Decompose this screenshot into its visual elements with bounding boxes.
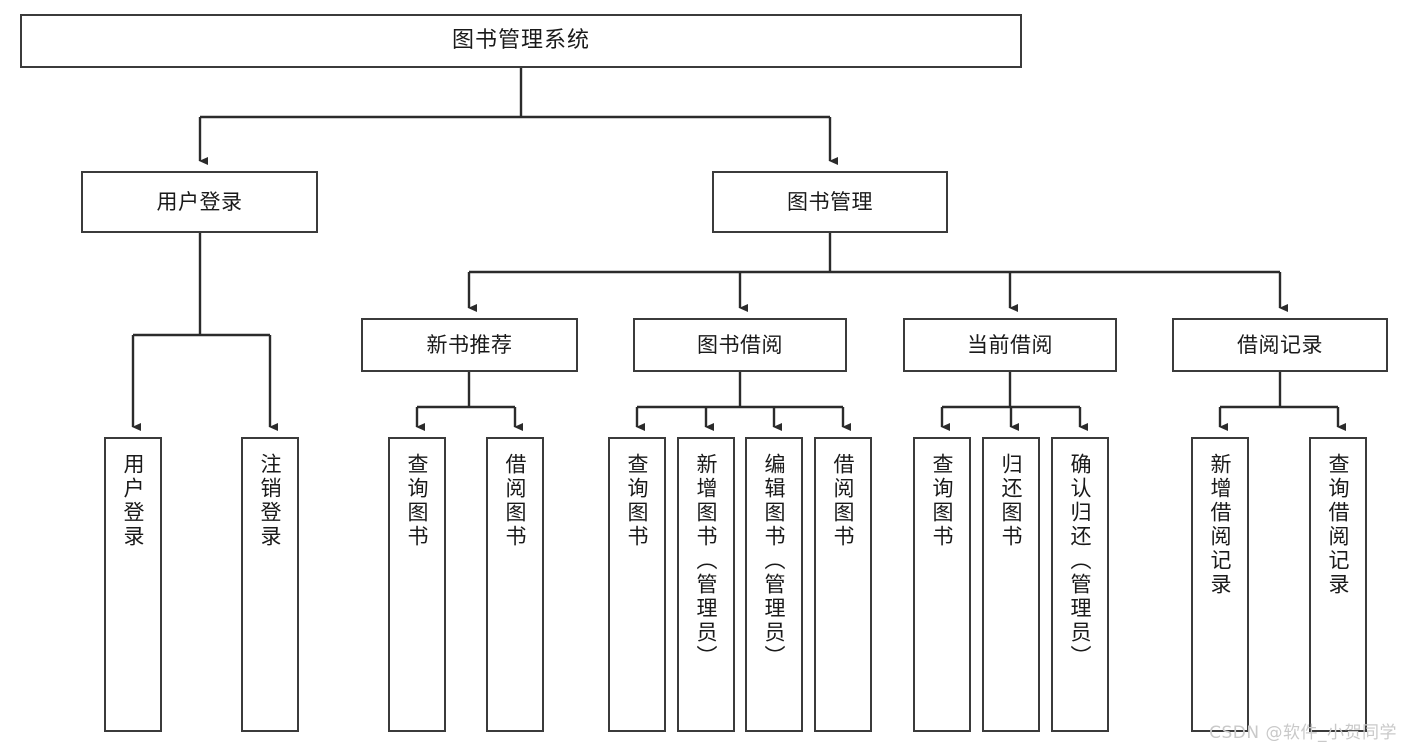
leaf-node-8-label: 借阅图书 (831, 453, 856, 549)
leaf-node-9-label: 查询图书 (930, 453, 955, 549)
level3-node-4[interactable]: 借阅记录 (1172, 318, 1388, 372)
level3-node-3-label: 当前借阅 (967, 332, 1053, 357)
leaf-node-5[interactable]: 查询图书 (608, 437, 666, 732)
leaf-node-2-label: 注销登录 (258, 453, 283, 549)
leaf-node-13-label: 查询借阅记录 (1326, 453, 1351, 597)
root-node-book-management-system-label: 图书管理系统 (451, 28, 590, 54)
watermark-label: CSDN @软件_小贺同学 (1209, 723, 1397, 743)
leaf-node-11-label: 确认归还（管理员） (1068, 453, 1093, 669)
leaf-node-12[interactable]: 新增借阅记录 (1191, 437, 1249, 732)
leaf-node-4[interactable]: 借阅图书 (486, 437, 544, 732)
level3-node-2[interactable]: 图书借阅 (633, 318, 847, 372)
leaf-node-6-label: 新增图书（管理员） (694, 453, 719, 669)
leaf-node-9[interactable]: 查询图书 (913, 437, 971, 732)
leaf-node-12-label: 新增借阅记录 (1208, 453, 1233, 597)
leaf-node-5-label: 查询图书 (625, 453, 650, 549)
level2-node-1[interactable]: 用户登录 (81, 171, 318, 233)
leaf-node-4-label: 借阅图书 (503, 453, 528, 549)
leaf-node-6[interactable]: 新增图书（管理员） (677, 437, 735, 732)
level3-node-1-label: 新书推荐 (426, 332, 513, 357)
level3-node-1[interactable]: 新书推荐 (361, 318, 578, 372)
leaf-node-7-label: 编辑图书（管理员） (762, 453, 787, 669)
leaf-node-1-label: 用户登录 (121, 453, 146, 549)
leaf-node-13[interactable]: 查询借阅记录 (1309, 437, 1367, 732)
leaf-node-10[interactable]: 归还图书 (982, 437, 1040, 732)
leaf-node-8[interactable]: 借阅图书 (814, 437, 872, 732)
level2-node-2[interactable]: 图书管理 (712, 171, 948, 233)
level2-node-1-label: 用户登录 (156, 189, 243, 214)
level3-node-2-label: 图书借阅 (697, 332, 783, 357)
leaf-node-7[interactable]: 编辑图书（管理员） (745, 437, 803, 732)
root-node-book-management-system[interactable]: 图书管理系统 (20, 14, 1022, 68)
leaf-node-3-label: 查询图书 (405, 453, 430, 549)
leaf-node-3[interactable]: 查询图书 (388, 437, 446, 732)
leaf-node-10-label: 归还图书 (999, 453, 1024, 549)
leaf-node-2[interactable]: 注销登录 (241, 437, 299, 732)
leaf-node-1[interactable]: 用户登录 (104, 437, 162, 732)
level2-node-2-label: 图书管理 (787, 189, 873, 214)
leaf-node-11[interactable]: 确认归还（管理员） (1051, 437, 1109, 732)
level3-node-3[interactable]: 当前借阅 (903, 318, 1117, 372)
level3-node-4-label: 借阅记录 (1237, 332, 1323, 357)
